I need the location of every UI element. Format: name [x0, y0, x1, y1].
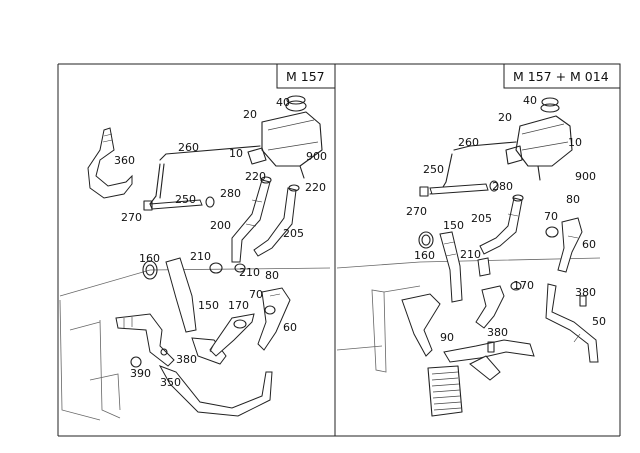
- callout-380: 380: [487, 326, 508, 339]
- callout-380: 380: [575, 286, 596, 299]
- callout-20: 20: [498, 111, 512, 124]
- callout-250: 250: [423, 163, 444, 176]
- left-expansion-tank: [247, 95, 323, 179]
- callout-270: 270: [121, 211, 142, 224]
- callout-80: 80: [265, 269, 279, 282]
- left-panel-title: M 157: [286, 69, 325, 84]
- callout-220: 220: [245, 170, 266, 183]
- callout-160: 160: [414, 249, 435, 262]
- callout-40: 40: [276, 96, 290, 109]
- callout-60: 60: [283, 321, 297, 334]
- panel-frame: [57, 63, 621, 437]
- callout-380: 380: [176, 353, 197, 366]
- right-lower-hoses: [401, 217, 599, 381]
- callout-205: 205: [283, 227, 304, 240]
- right-callouts: 40 20 260 10 250 900 280 80 270 150 205 …: [406, 94, 606, 344]
- callout-50: 50: [592, 315, 606, 328]
- right-pipes-250: [419, 141, 517, 197]
- callout-170: 170: [228, 299, 249, 312]
- right-title-box: M 157 + M 014: [503, 63, 621, 89]
- left-pipe-250: [143, 145, 261, 211]
- callout-200: 200: [210, 219, 231, 232]
- left-engine-outline: [59, 267, 331, 421]
- callout-360: 360: [114, 154, 135, 167]
- callout-60: 60: [582, 238, 596, 251]
- callout-260: 260: [178, 141, 199, 154]
- callout-280: 280: [492, 180, 513, 193]
- callout-90: 90: [440, 331, 454, 344]
- left-title-box: M 157: [276, 63, 336, 89]
- left-callouts: 40 20 260 10 900 360 220 220 280 250 270…: [114, 96, 327, 389]
- callout-160: 160: [139, 252, 160, 265]
- right-heater-core: [427, 365, 463, 417]
- callout-70: 70: [249, 288, 263, 301]
- left-lower-hoses: [115, 257, 291, 417]
- right-engine-outline: [336, 257, 601, 373]
- callout-270: 270: [406, 205, 427, 218]
- callout-10: 10: [568, 136, 582, 149]
- callout-220: 220: [305, 181, 326, 194]
- callout-210: 210: [190, 250, 211, 263]
- left-hose-200-205: [231, 176, 300, 263]
- right-expansion-tank: [505, 97, 573, 181]
- callout-70: 70: [544, 210, 558, 223]
- callout-205: 205: [471, 212, 492, 225]
- right-panel-title: M 157 + M 014: [513, 69, 609, 84]
- callout-280: 280: [220, 187, 241, 200]
- callout-170: 170: [513, 279, 534, 292]
- callout-210: 210: [460, 248, 481, 261]
- callout-900: 900: [306, 150, 327, 163]
- callout-900: 900: [575, 170, 596, 183]
- left-hose-360: [87, 127, 133, 199]
- callout-350: 350: [160, 376, 181, 389]
- callout-40: 40: [523, 94, 537, 107]
- callout-260: 260: [458, 136, 479, 149]
- callout-20: 20: [243, 108, 257, 121]
- callout-150: 150: [443, 219, 464, 232]
- callout-210: 210: [239, 266, 260, 279]
- callout-80: 80: [566, 193, 580, 206]
- callout-10: 10: [229, 147, 243, 160]
- callout-390: 390: [130, 367, 151, 380]
- callout-250: 250: [175, 193, 196, 206]
- right-hose-205: [479, 194, 524, 255]
- callout-150: 150: [198, 299, 219, 312]
